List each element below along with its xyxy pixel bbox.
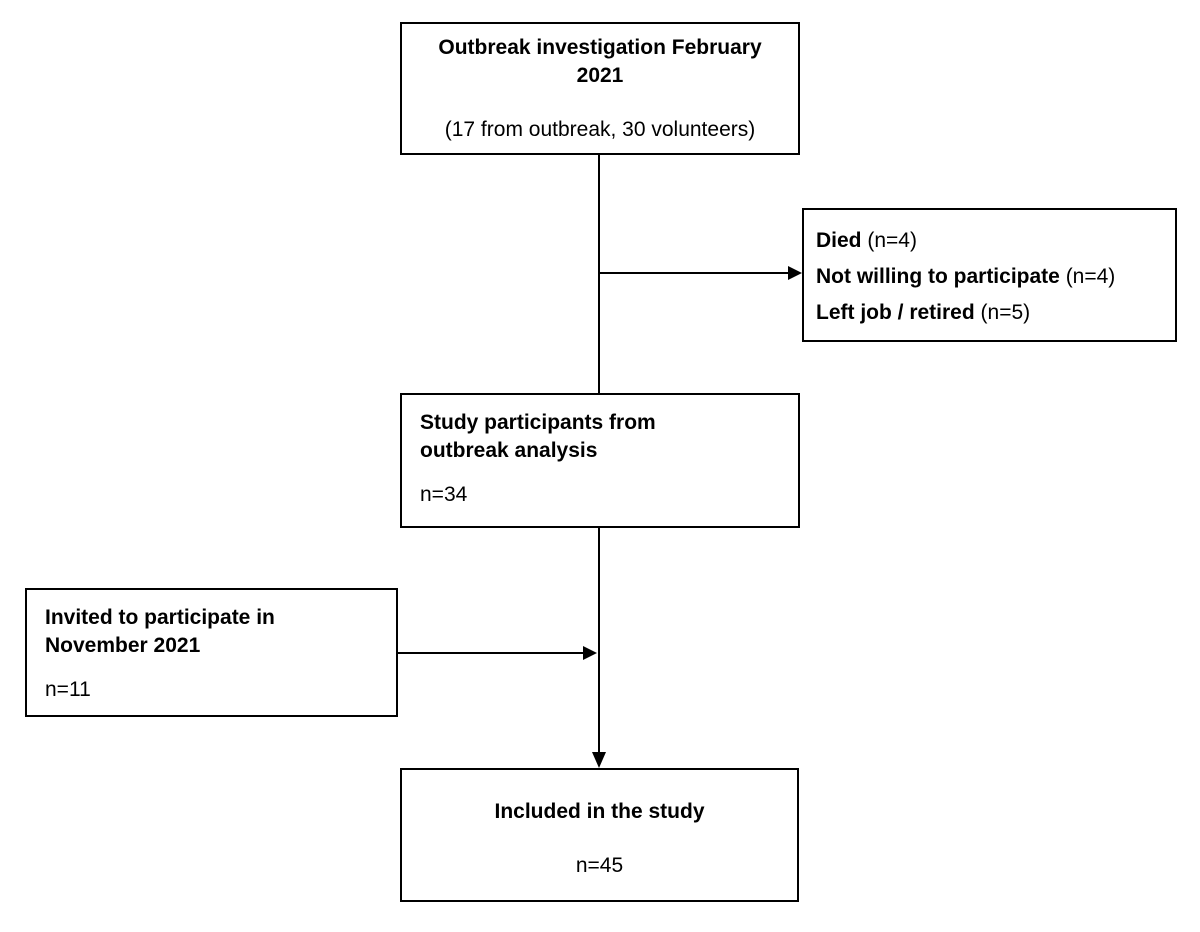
excluded-item-left-job-count: (n=5) [980, 301, 1031, 324]
arrowhead-invited-to-main [583, 646, 597, 660]
excluded-item-died: Died (n=4) [816, 223, 1163, 259]
outbreak-box-subtitle: (17 from outbreak, 30 volunteers) [444, 118, 756, 141]
excluded-item-left-job-label: Left job / retired [816, 301, 975, 324]
outbreak-investigation-box: Outbreak investigation February 2021 (17… [400, 22, 800, 155]
invited-box-title: Invited to participate in November 2021 [45, 606, 275, 657]
study-participants-count: n=34 [420, 483, 468, 506]
study-participants-box: Study participants from outbreak analysi… [400, 393, 800, 528]
arrowhead-to-excluded [788, 266, 802, 280]
excluded-item-died-label: Died [816, 229, 862, 252]
included-box-title: Included in the study [494, 800, 705, 823]
excluded-item-died-count: (n=4) [867, 229, 917, 252]
study-participants-title: Study participants from outbreak analysi… [420, 411, 656, 462]
excluded-item-not-willing-label: Not willing to participate [816, 265, 1060, 288]
included-box: Included in the study n=45 [400, 768, 799, 902]
arrowhead-to-included [592, 752, 606, 768]
excluded-item-not-willing-count: (n=4) [1065, 265, 1116, 288]
excluded-item-left-job: Left job / retired (n=5) [816, 295, 1163, 331]
invited-box-count: n=11 [45, 678, 91, 701]
excluded-box: Died (n=4) Not willing to participate (n… [802, 208, 1177, 342]
included-box-count: n=45 [575, 854, 624, 877]
excluded-item-not-willing: Not willing to participate (n=4) [816, 259, 1163, 295]
invited-box: Invited to participate in November 2021 … [25, 588, 398, 717]
outbreak-box-title: Outbreak investigation February 2021 [438, 36, 762, 87]
